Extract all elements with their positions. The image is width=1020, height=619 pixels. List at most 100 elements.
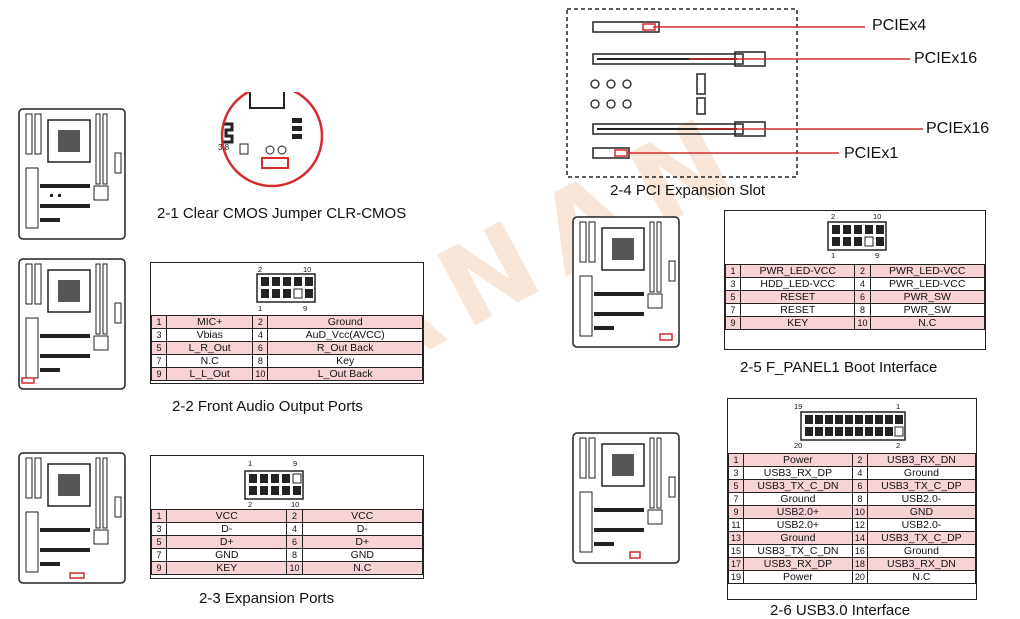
pin-number: 19 [727, 570, 745, 584]
pin-number: 3 [725, 277, 741, 291]
pin-number: 6 [286, 535, 303, 549]
pin-label: 10 [291, 500, 300, 509]
motherboard-diagram-5 [572, 216, 680, 348]
pin-number: 12 [851, 518, 868, 532]
pin-number: 2 [252, 315, 269, 329]
pin-number: 8 [854, 303, 871, 317]
pin-number: 6 [851, 479, 868, 493]
pin-number: 4 [851, 466, 868, 480]
pin-number: 6 [854, 290, 871, 304]
pin-number: 4 [286, 522, 303, 536]
pin-label: 1 [258, 304, 263, 313]
pin-label: 2 [896, 441, 901, 450]
audio-pin-header [256, 273, 316, 303]
pin-number: 13 [727, 531, 745, 545]
pin-label: 9 [875, 251, 880, 260]
pin-number: 7 [725, 303, 741, 317]
pin-number: 18 [851, 557, 868, 571]
pin-signal: USB2.0+ [743, 505, 853, 519]
pin-number: 10 [851, 505, 868, 519]
pin-signal: USB3_TX_C_DP [866, 479, 977, 493]
pin-signal: N.C [866, 570, 977, 584]
pin-number: 9 [151, 367, 167, 381]
pin-signal: VCC [165, 509, 288, 523]
pin-number: 10 [854, 316, 871, 330]
pin-label: 10 [873, 212, 882, 221]
pin-signal: Key [267, 354, 423, 368]
pin-number: 5 [727, 479, 745, 493]
pin-number: 8 [286, 548, 303, 562]
pin-number: 1 [151, 315, 167, 329]
pin-signal: USB3_RX_DP [743, 557, 853, 571]
pin-signal: Ground [267, 315, 423, 329]
pin-number: 14 [851, 531, 868, 545]
pin-number: 8 [851, 492, 868, 506]
pin-signal: L_Out Back [267, 367, 423, 381]
motherboard-diagram-6 [572, 432, 680, 564]
pin-signal: VCC [301, 509, 423, 523]
pin-label: 1 [896, 402, 901, 411]
pin-signal: PWR_SW [869, 290, 985, 304]
pin-number: 11 [727, 518, 745, 532]
usb3-pin-header [800, 411, 906, 441]
pin-signal: USB3_TX_C_DN [743, 544, 853, 558]
pin-signal: N.C [165, 354, 254, 368]
pin-number: 20 [851, 570, 868, 584]
pin-signal: D- [165, 522, 288, 536]
pin-signal: GND [165, 548, 288, 562]
pin-signal: USB3_RX_DP [743, 466, 853, 480]
pin-number: 7 [151, 548, 167, 562]
pin-number: 1 [151, 509, 167, 523]
pin-number: 1 [725, 264, 741, 278]
caption-fpanel: 2-5 F_PANEL1 Boot Interface [740, 359, 938, 376]
pin-signal: KEY [165, 561, 288, 575]
pin-number: 2 [854, 264, 871, 278]
pin-label: 2 [258, 265, 263, 274]
pin-number: 17 [727, 557, 745, 571]
pin-label: 9 [293, 459, 298, 468]
pin-number: 2 [286, 509, 303, 523]
fpanel-pin-header [827, 221, 887, 251]
pin-signal: Ground [743, 492, 853, 506]
pin-signal: L_R_Out [165, 341, 254, 355]
pin-number: 2 [851, 453, 868, 467]
pin-signal: MIC+ [165, 315, 254, 329]
pin-number: 9 [725, 316, 741, 330]
pin-signal: GND [301, 548, 423, 562]
pin-signal: PWR_LED-VCC [739, 264, 856, 278]
pci-slot-label: PCIEx1 [844, 145, 899, 162]
pin-number: 7 [151, 354, 167, 368]
pin-number: 9 [151, 561, 167, 575]
caption-usb3: 2-6 USB3.0 Interface [770, 602, 911, 619]
pin-signal: USB3_RX_DN [866, 557, 977, 571]
pin-signal: D+ [301, 535, 423, 549]
pin-signal: USB3_TX_C_DP [866, 531, 977, 545]
pin-signal: N.C [301, 561, 423, 575]
pin-label: 1 [248, 459, 253, 468]
caption-audio: 2-2 Front Audio Output Ports [172, 398, 363, 415]
pin-number: 8 [252, 354, 269, 368]
pin-signal: D- [301, 522, 423, 536]
pin-number: 3 [727, 466, 745, 480]
pci-slot-label: PCIEx4 [872, 17, 927, 34]
pci-slot-label: PCIEx16 [926, 120, 990, 137]
pin-signal: KEY [739, 316, 856, 330]
pci-slot-diagram [566, 8, 923, 178]
pin-signal: Ground [866, 466, 977, 480]
pin-signal: R_Out Back [267, 341, 423, 355]
pin-signal: RESET [739, 303, 856, 317]
